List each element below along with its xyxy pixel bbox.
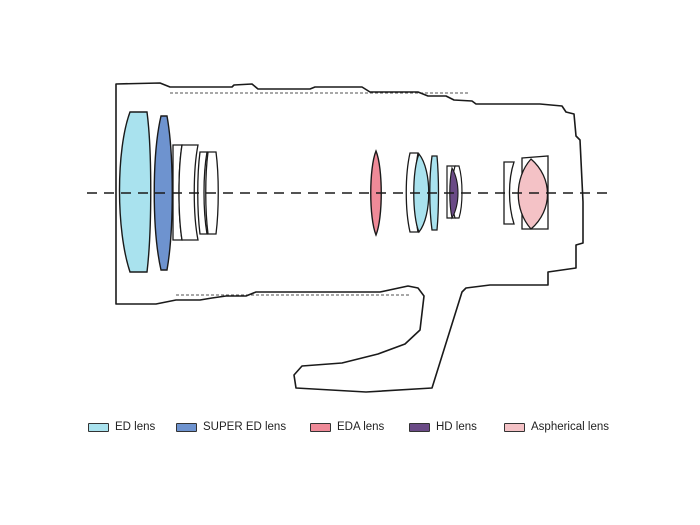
legend: ED lens SUPER ED lens EDA lens HD lens A… bbox=[0, 421, 700, 441]
legend-item-ed: ED lens bbox=[88, 421, 155, 433]
ed-lens-swatch bbox=[88, 422, 109, 432]
legend-label: EDA lens bbox=[337, 421, 385, 433]
lens-plain-2c bbox=[197, 151, 208, 235]
legend-label: Aspherical lens bbox=[531, 421, 609, 433]
lens-plain-2b bbox=[178, 144, 199, 241]
legend-item-super-ed: SUPER ED lens bbox=[176, 421, 286, 433]
lens-ed-front bbox=[118, 111, 152, 273]
legend-item-eda: EDA lens bbox=[310, 421, 384, 433]
lens-aspherical bbox=[517, 158, 549, 230]
legend-item-aspherical: Aspherical lens bbox=[504, 421, 609, 433]
legend-label: HD lens bbox=[436, 421, 477, 433]
legend-item-hd: HD lens bbox=[409, 421, 477, 433]
legend-label: ED lens bbox=[115, 421, 156, 433]
eda-lens-swatch bbox=[310, 422, 331, 432]
lens-plain-rear bbox=[503, 161, 515, 225]
legend-label: SUPER ED lens bbox=[203, 421, 287, 433]
lens-barrel-outline bbox=[115, 82, 584, 393]
hd-lens-swatch bbox=[409, 422, 430, 432]
lens-ed-mid-a bbox=[413, 152, 430, 234]
aspherical-lens-swatch bbox=[504, 422, 525, 432]
super-ed-lens-swatch bbox=[176, 422, 197, 432]
